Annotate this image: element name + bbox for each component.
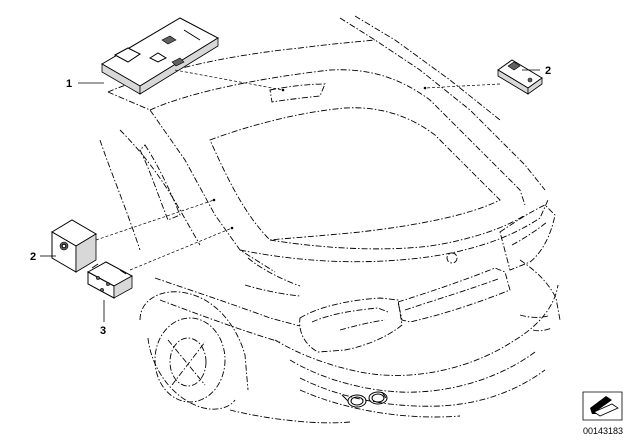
callout-2-left: 2 [30,251,36,263]
callout-3: 3 [100,325,106,337]
document-number: 00143183 [583,426,623,436]
callout-1: 1 [66,78,72,90]
arrow-logo-icon [582,391,623,421]
callout-2-right: 2 [545,65,551,77]
part-2-module-right [497,59,543,95]
leader-lines [40,69,540,322]
part-3-bracket-module [86,261,134,299]
part-1-control-module [101,17,220,95]
part-2-module-left [51,219,97,273]
exhaust-tips [341,391,388,408]
vehicle-outline [99,15,561,424]
